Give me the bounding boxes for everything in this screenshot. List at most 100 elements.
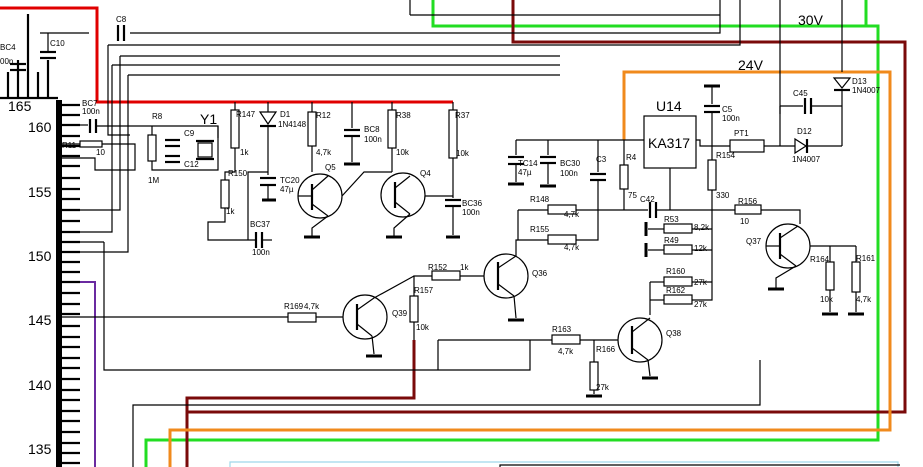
component-label-r37: R37 xyxy=(455,111,470,120)
component-label-c42: C42 xyxy=(640,195,655,204)
component-label-r160: R160 xyxy=(666,267,686,276)
component-label-r4: R4 xyxy=(626,153,637,162)
component-label-d12v: 1N4007 xyxy=(792,155,821,164)
component-label-r162: R162 xyxy=(666,286,686,295)
component-label-r161v: 4,7k xyxy=(856,295,872,304)
green-wire xyxy=(144,0,880,467)
component-label-r53: R53 xyxy=(664,215,679,224)
component-label-bc8: BC8 xyxy=(364,125,380,134)
component-label-r37v: 10k xyxy=(456,149,470,158)
resistor-r11 xyxy=(79,140,103,148)
oscillator-block: BC7 100n R11 10 R8 1M C9 C12 Y1 xyxy=(62,99,219,185)
resistor-r152 xyxy=(431,270,461,281)
component-label-bc30: BC30 xyxy=(560,159,581,168)
crystal-y1 xyxy=(197,142,213,158)
component-label-bc37: BC37 xyxy=(250,220,271,229)
component-label-q39: Q39 xyxy=(392,309,408,318)
component-label-bc30v: 100n xyxy=(560,169,578,178)
component-label-bc7: BC7 xyxy=(82,99,98,108)
component-label-bc36v: 100n xyxy=(462,208,480,217)
connector-header: 165 160 155 150 145 140 135 xyxy=(0,14,80,467)
component-label-r8v: 1M xyxy=(148,176,159,185)
component-label-r154: R154 xyxy=(716,151,736,160)
pin-135: 135 xyxy=(28,441,52,457)
component-label-r11v: 10 xyxy=(96,148,105,157)
cap-c10: C10 xyxy=(40,33,65,60)
resistor-r154 xyxy=(707,159,717,191)
resistor-r49 xyxy=(663,244,693,255)
component-label-r166v: 27k xyxy=(596,383,610,392)
signal-wires xyxy=(40,0,900,467)
resistor-r162 xyxy=(663,294,693,305)
lower-section: Q36 R152 1k Q39 R169 4,7k R157 10k R163 … xyxy=(62,239,682,398)
connector-label: 165 xyxy=(8,98,32,114)
transistor-q39 xyxy=(342,294,388,340)
resistor-r12 xyxy=(307,111,317,147)
component-label-bc7v: 100n xyxy=(82,107,100,116)
resistor-r161 xyxy=(851,261,861,293)
component-label-r152v: 1k xyxy=(460,263,469,272)
component-label-c8: C8 xyxy=(116,15,127,24)
maroon-wire-lower xyxy=(185,340,416,412)
component-label-d13: D13 xyxy=(852,77,867,86)
q5-q4-section: R147 1k R150 1k D1 1N4148 TC20 47µ R12 4… xyxy=(207,102,483,257)
component-label-tc20v: 47µ xyxy=(280,185,294,194)
component-label-r157: R157 xyxy=(414,286,434,295)
cap-c8: C8 xyxy=(116,15,127,41)
component-label-tc20: TC20 xyxy=(280,176,300,185)
resistor-r150 xyxy=(220,179,230,209)
transistor-q38 xyxy=(617,317,663,363)
component-label-bc8v: 100n xyxy=(364,135,382,144)
resistor-r4 xyxy=(619,164,629,190)
component-label-bc36: BC36 xyxy=(462,199,483,208)
component-label-c9: C9 xyxy=(184,129,195,138)
component-label-q36: Q36 xyxy=(532,269,548,278)
component-label-r154v: 330 xyxy=(716,191,730,200)
crystal-label: Y1 xyxy=(200,111,217,127)
component-label-r147: R147 xyxy=(236,110,256,119)
component-label-pt1: PT1 xyxy=(734,129,749,138)
middle-section: TC14 47µ BC30 100n C3 R4 75 R148 4,7k C4… xyxy=(508,139,713,315)
resistor-r160 xyxy=(663,276,693,287)
component-label-r4v: 75 xyxy=(628,191,637,200)
resistor-r53 xyxy=(663,223,693,234)
component-label-r156: R156 xyxy=(738,197,758,206)
resistor-r164 xyxy=(825,261,835,291)
component-label-c45: C45 xyxy=(793,89,808,98)
component-label-r161: R161 xyxy=(856,254,876,263)
component-label-d13v: 1N4007 xyxy=(852,86,881,95)
resistor-r8 xyxy=(147,134,157,162)
resistor-r156 xyxy=(734,204,762,215)
component-label-r49: R49 xyxy=(664,236,679,245)
component-label-q38: Q38 xyxy=(666,329,682,338)
component-label-r150: R150 xyxy=(228,169,248,178)
voltage-30v: 30V xyxy=(798,12,824,28)
pin-145: 145 xyxy=(28,312,52,328)
maroon-wire xyxy=(185,0,907,467)
component-label-r49v: 12k xyxy=(694,244,708,253)
component-label-d12: D12 xyxy=(797,127,812,136)
component-label-d1: D1 xyxy=(280,110,291,119)
component-label-r169: R169 xyxy=(284,302,304,311)
purple-wire xyxy=(62,281,96,467)
cap-bc4: BC4 00n xyxy=(0,43,26,72)
component-label-r148: R148 xyxy=(530,195,550,204)
component-label-c5: C5 xyxy=(722,105,733,114)
component-label-r166: R166 xyxy=(596,345,616,354)
component-label-r156v: 10 xyxy=(740,217,749,226)
component-label-q37: Q37 xyxy=(746,237,762,246)
component-label-bc4: BC4 xyxy=(0,43,16,52)
component-label-tc14: TC14 xyxy=(518,159,538,168)
component-label-r164v: 10k xyxy=(820,295,834,304)
component-label-r164: R164 xyxy=(810,255,830,264)
transistor-q36 xyxy=(483,253,529,299)
component-label-q5: Q5 xyxy=(325,163,336,172)
component-label-r150v: 1k xyxy=(226,207,235,216)
component-label-r147v: 1k xyxy=(240,148,249,157)
voltage-24v: 24V xyxy=(738,57,764,73)
component-label-r162v: 27k xyxy=(694,300,708,309)
regulator-ic xyxy=(643,115,697,169)
component-label-r169v: 4,7k xyxy=(304,302,320,311)
